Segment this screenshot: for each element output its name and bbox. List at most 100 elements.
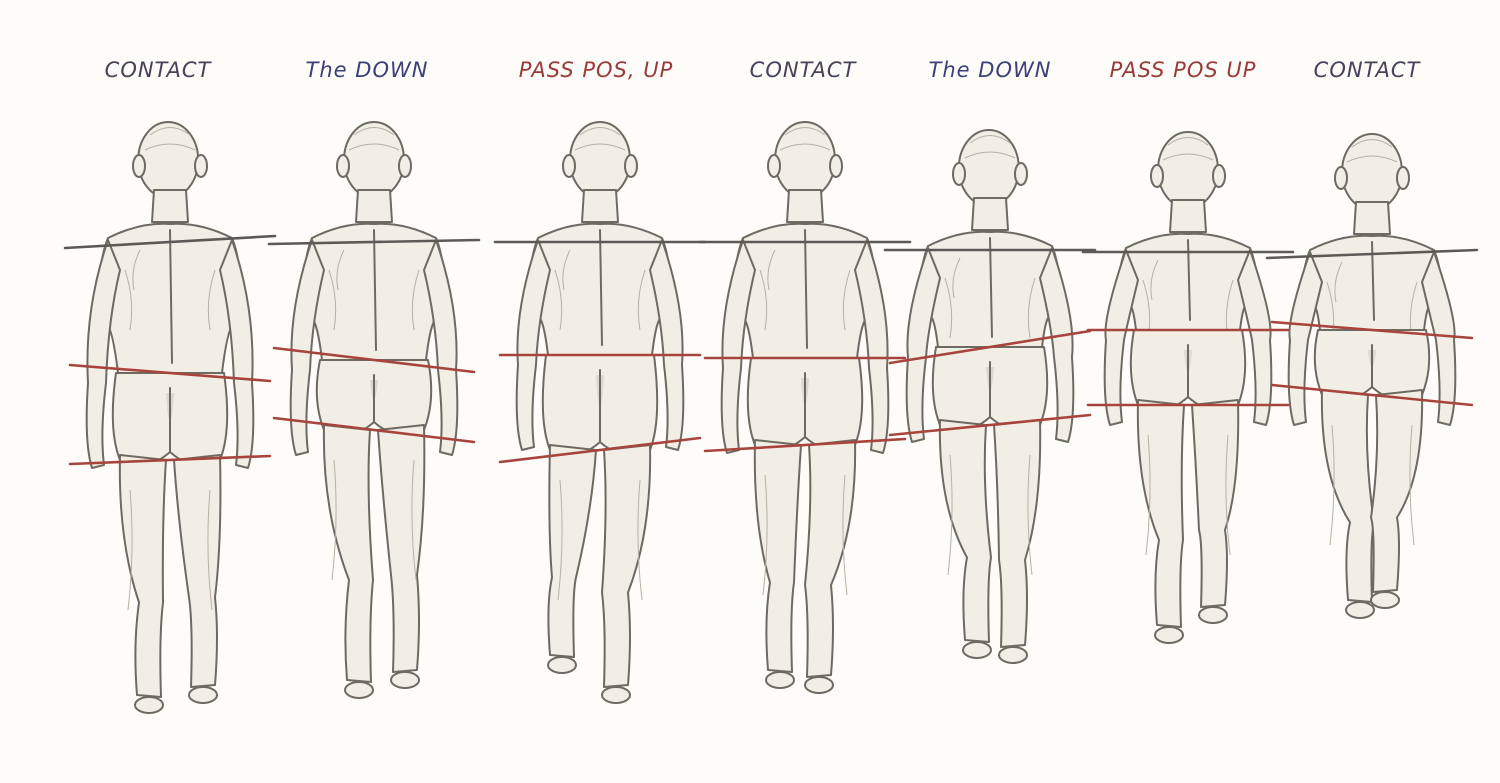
figure-body xyxy=(85,121,255,714)
right-arm xyxy=(649,239,685,451)
head xyxy=(1157,131,1219,209)
right-ear xyxy=(194,154,208,178)
shoulder-guide-line xyxy=(1265,248,1479,260)
figure-4-contact xyxy=(698,121,912,694)
leg-shading xyxy=(947,454,1033,576)
leg-shading xyxy=(762,474,848,596)
pose-label-2: The DOWN xyxy=(305,58,429,82)
hair-shading xyxy=(779,127,831,151)
head xyxy=(137,121,200,199)
right-ear xyxy=(624,154,638,178)
right-foot xyxy=(1198,606,1228,624)
figure-6-passing-up xyxy=(1081,131,1295,644)
figure-body xyxy=(1287,133,1457,619)
right-foot xyxy=(804,676,834,694)
hair-shading xyxy=(964,135,1016,159)
left-foot xyxy=(1345,601,1375,619)
right-ear xyxy=(1396,166,1410,190)
head xyxy=(569,121,631,199)
neck xyxy=(151,189,189,223)
back-shading xyxy=(328,249,420,331)
right-leg xyxy=(1370,389,1424,593)
left-leg xyxy=(938,419,992,643)
right-arm xyxy=(423,239,459,456)
head xyxy=(1341,133,1403,211)
back-shading xyxy=(554,249,646,331)
left-leg xyxy=(118,454,167,698)
right-arm xyxy=(1421,251,1457,426)
back-shading xyxy=(944,257,1036,339)
crotch-guide-line xyxy=(68,454,272,466)
figure-body xyxy=(289,121,459,699)
shoulder-guide-line xyxy=(63,234,277,250)
figure-body xyxy=(720,121,890,694)
figure-5-down xyxy=(883,129,1097,664)
right-foot xyxy=(998,646,1028,664)
head xyxy=(774,121,836,199)
figure-3-passing-up xyxy=(493,121,707,704)
left-arm xyxy=(515,239,551,451)
left-leg xyxy=(1136,399,1185,628)
figure-body xyxy=(905,129,1075,664)
spine xyxy=(373,229,377,351)
right-ear xyxy=(1212,164,1226,188)
right-ear xyxy=(398,154,412,178)
left-ear xyxy=(336,154,350,178)
hip-guide-line xyxy=(68,363,272,383)
hair-shading xyxy=(1346,139,1398,163)
right-leg xyxy=(601,444,652,688)
crotch-guide-line xyxy=(1270,383,1474,407)
left-leg xyxy=(753,439,802,673)
right-leg xyxy=(993,419,1042,648)
left-ear xyxy=(767,154,781,178)
leg-shading xyxy=(127,489,213,611)
hair-shading xyxy=(1162,137,1214,161)
crotch-guide-line xyxy=(703,437,907,453)
spine xyxy=(599,229,603,346)
pose-label-7: CONTACT xyxy=(1313,58,1421,82)
right-foot xyxy=(1370,591,1400,609)
figure-2-down xyxy=(267,121,481,699)
left-arm xyxy=(1103,249,1139,426)
left-ear xyxy=(952,162,966,186)
spine xyxy=(804,229,808,349)
pose-label-6: PASS POS UP xyxy=(1109,58,1257,82)
left-arm xyxy=(85,239,121,469)
right-ear xyxy=(1014,162,1028,186)
head xyxy=(343,121,405,199)
neck xyxy=(1169,199,1207,233)
right-leg xyxy=(377,424,426,673)
back-shading xyxy=(124,249,216,331)
left-foot xyxy=(962,641,992,659)
left-foot xyxy=(1154,626,1184,644)
figure-7-contact xyxy=(1265,133,1479,619)
spine xyxy=(169,229,173,364)
left-arm xyxy=(720,239,756,454)
right-leg xyxy=(804,439,857,678)
right-foot xyxy=(390,671,420,689)
hair-shading xyxy=(144,127,196,151)
left-ear xyxy=(1334,166,1348,190)
hip-guide-line xyxy=(1270,320,1474,340)
spine xyxy=(1187,239,1191,321)
left-foot xyxy=(344,681,374,699)
leg-shading xyxy=(1329,424,1415,546)
right-leg xyxy=(1191,399,1240,608)
left-arm xyxy=(289,239,325,456)
leg-shading xyxy=(1145,434,1231,556)
neck xyxy=(355,189,393,223)
left-leg xyxy=(322,424,374,683)
neck xyxy=(581,189,619,223)
left-arm xyxy=(905,247,941,443)
right-arm xyxy=(219,239,255,469)
neck xyxy=(971,197,1009,231)
right-arm xyxy=(854,239,890,454)
pose-label-5: The DOWN xyxy=(928,58,1052,82)
left-leg xyxy=(1320,389,1375,603)
left-ear xyxy=(1150,164,1164,188)
pose-label-4: CONTACT xyxy=(749,58,857,82)
hip-guide-line xyxy=(888,329,1092,365)
right-arm xyxy=(1237,249,1273,426)
head xyxy=(957,129,1020,207)
